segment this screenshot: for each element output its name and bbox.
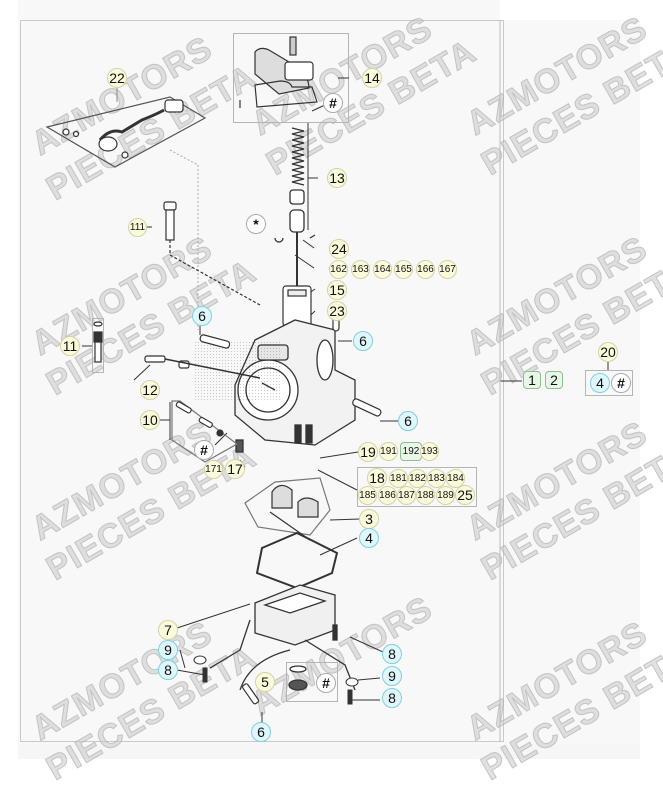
callout-184[interactable]: 184	[446, 469, 465, 488]
callout-8-right-bottom[interactable]: 8	[382, 688, 402, 708]
callout-187[interactable]: 187	[397, 486, 416, 505]
callout-10[interactable]: 10	[140, 410, 160, 430]
callout-3[interactable]: 3	[359, 509, 379, 529]
callout-1[interactable]: 1	[523, 371, 541, 389]
callout-165[interactable]: 165	[394, 260, 413, 279]
callout-22[interactable]: 22	[107, 68, 127, 88]
callout-20-4[interactable]: 4	[590, 373, 610, 393]
callout-186[interactable]: 186	[378, 486, 397, 505]
callout-182[interactable]: 182	[408, 469, 427, 488]
callout-11[interactable]: 11	[60, 336, 80, 356]
callout-6-right[interactable]: 6	[353, 331, 373, 351]
callout-6-mid[interactable]: 6	[398, 411, 418, 431]
callout-6-bottom[interactable]: 6	[251, 722, 271, 742]
callout-163[interactable]: 163	[351, 260, 370, 279]
callout-13[interactable]: 13	[327, 168, 347, 188]
callout-17[interactable]: 17	[225, 459, 245, 479]
callout-14-hash[interactable]: #	[323, 93, 343, 113]
callout-18[interactable]: 18	[367, 468, 387, 488]
callout-111[interactable]: 111	[128, 218, 147, 237]
carburetor-exploded-drawing	[45, 20, 609, 742]
group-box-18	[357, 467, 477, 507]
callout-193[interactable]: 193	[420, 442, 439, 461]
callout-171[interactable]: 171	[204, 460, 223, 479]
callout-23[interactable]: 23	[327, 301, 347, 321]
callout-166[interactable]: 166	[416, 260, 435, 279]
group-box-5	[286, 662, 338, 702]
group-box-11	[92, 318, 104, 373]
callout-6-left[interactable]: 6	[192, 306, 212, 326]
callout-14[interactable]: 14	[362, 68, 382, 88]
callout-star[interactable]: *	[246, 214, 266, 234]
callout-15[interactable]: 15	[327, 280, 347, 300]
callout-189[interactable]: 189	[436, 486, 455, 505]
callout-5[interactable]: 5	[255, 672, 275, 692]
callout-2[interactable]: 2	[545, 371, 563, 389]
callout-7[interactable]: 7	[158, 620, 178, 640]
callout-10-hash[interactable]: #	[194, 440, 214, 460]
callout-9-right[interactable]: 9	[382, 666, 402, 686]
callout-192[interactable]: 192	[400, 442, 422, 461]
callout-164[interactable]: 164	[373, 260, 392, 279]
callout-9-left[interactable]: 9	[158, 640, 178, 660]
callout-183[interactable]: 183	[427, 469, 446, 488]
callout-20-hash[interactable]: #	[611, 373, 631, 393]
bottom-background	[18, 745, 640, 759]
callout-162[interactable]: 162	[329, 260, 348, 279]
callout-5-hash[interactable]: #	[316, 673, 336, 693]
callout-12[interactable]: 12	[140, 380, 160, 400]
callout-181[interactable]: 181	[389, 469, 408, 488]
callout-191[interactable]: 191	[379, 442, 398, 461]
callout-167[interactable]: 167	[438, 260, 457, 279]
callout-185[interactable]: 185	[358, 486, 377, 505]
callout-24[interactable]: 24	[329, 239, 349, 259]
callout-19[interactable]: 19	[358, 442, 378, 462]
callout-8-right-top[interactable]: 8	[382, 644, 402, 664]
callout-188[interactable]: 188	[416, 486, 435, 505]
callout-20[interactable]: 20	[598, 342, 618, 362]
callout-4[interactable]: 4	[359, 528, 379, 548]
callout-25[interactable]: 25	[455, 485, 475, 505]
group-box-20	[585, 370, 633, 396]
callout-8-left[interactable]: 8	[158, 660, 178, 680]
